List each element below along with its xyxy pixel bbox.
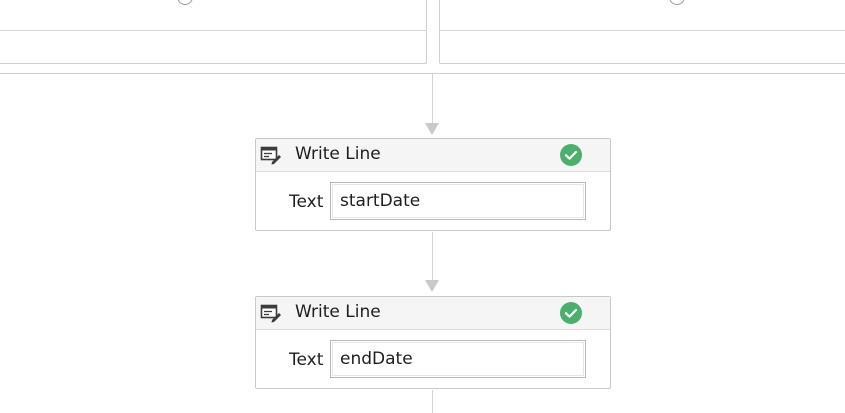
input-inner-border — [332, 342, 584, 376]
write-line-icon — [260, 146, 281, 165]
flow-connector — [432, 74, 433, 124]
write-line-activity[interactable]: Write Line Text startDate — [255, 138, 611, 231]
activity-title: Write Line — [295, 144, 381, 164]
flow-connector — [432, 232, 433, 281]
activity-title: Write Line — [295, 302, 381, 322]
text-property-label: Text — [289, 350, 324, 370]
text-property-input[interactable]: endDate — [330, 340, 586, 378]
write-line-icon — [260, 304, 281, 323]
flow-arrow-icon — [425, 280, 439, 292]
check-circle-icon — [560, 144, 582, 166]
activity-header[interactable]: Write Line — [256, 139, 610, 172]
flow-connector — [432, 390, 433, 413]
text-property-value: endDate — [340, 349, 413, 369]
input-inner-border — [332, 184, 584, 218]
check-circle-icon — [560, 302, 582, 324]
panel-divider — [0, 30, 426, 31]
branch-panel-left — [0, 0, 427, 64]
connector-point-icon[interactable] — [669, 0, 685, 5]
text-property-input[interactable]: startDate — [330, 182, 586, 220]
text-property-value: startDate — [340, 191, 421, 211]
text-property-label: Text — [289, 192, 324, 212]
panel-divider — [440, 30, 845, 31]
write-line-activity[interactable]: Write Line Text endDate — [255, 296, 611, 389]
parallel-merge-line — [0, 73, 845, 74]
branch-panel-right — [439, 0, 845, 64]
flow-arrow-icon — [425, 123, 439, 135]
connector-point-icon[interactable] — [177, 0, 193, 5]
activity-header[interactable]: Write Line — [256, 297, 610, 330]
